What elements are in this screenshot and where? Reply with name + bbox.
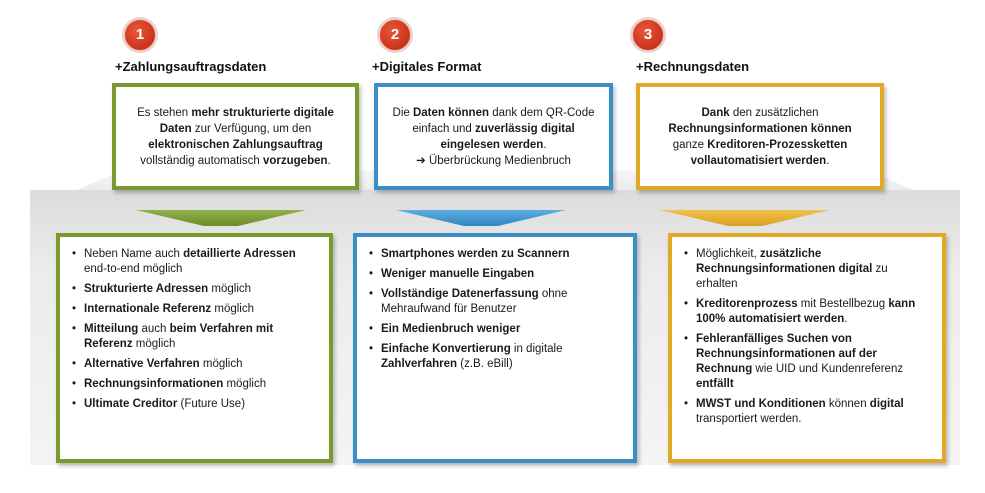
summary-text-run: . (327, 154, 331, 167)
bullet-item: Neben Name auch detaillierte Adressen en… (72, 247, 319, 277)
bullet-text-run: beim Verfahren mit Referenz (84, 323, 274, 350)
details-box-2: Smartphones werden zu ScannernWeniger ma… (353, 233, 637, 463)
bullet-item: Alternative Verfahren möglich (72, 357, 319, 372)
summary-text-run: ganze (672, 138, 708, 151)
summary-text-2: Die Daten können dank dem QR-Code einfac… (392, 105, 595, 169)
summary-text-run: Daten können (412, 106, 490, 119)
bullet-item: Vollständige Datenerfassung ohne Mehrauf… (369, 287, 623, 317)
bullet-item: Mitteilung auch beim Verfahren mit Refer… (72, 322, 319, 352)
summary-text-run: zuverlässig digital eingelesen werden (440, 122, 575, 151)
bullet-text-run: Weniger manuelle Eingaben (381, 268, 535, 280)
column-heading-1: +Zahlungsauftragsdaten (115, 59, 267, 74)
bullet-text-run: detaillierte Adressen (183, 248, 296, 260)
bullet-text-run: Möglichkeit, (696, 248, 760, 260)
bullet-text-run: digital (869, 398, 904, 410)
bullet-text-run: Kreditorenprozess (696, 298, 798, 310)
summary-text-run: Dank (701, 106, 730, 119)
details-box-3: Möglichkeit, zusätzliche Rechnungsinform… (668, 233, 946, 463)
step-badge-3: 3 (631, 18, 665, 52)
bullet-text-run: in digitale (510, 343, 563, 355)
column-heading-3: +Rechnungsdaten (636, 59, 750, 74)
bullet-text-run: Ein Medienbruch weniger (381, 323, 521, 335)
bullet-text-run: zusätzliche Rechnungsinformationen digit… (696, 248, 873, 275)
summary-text-run: Kreditoren-Prozessketten vollautomatisie… (690, 138, 848, 167)
bullet-text-run: Einfache Konvertierung (381, 343, 511, 355)
bullet-text-run: Fehleranfälliges Suchen von Rechnungsinf… (696, 333, 877, 375)
bullet-text-run: möglich (132, 338, 176, 350)
bullet-text-run: auch (138, 323, 170, 335)
summary-text-run: ➔ Überbrückung Medienbruch (416, 154, 571, 167)
bullet-item: Ein Medienbruch weniger (369, 322, 623, 337)
bullet-text-run: Internationale Referenz (84, 303, 212, 315)
summary-text-run: . (543, 138, 547, 151)
bullet-item: Kreditorenprozess mit Bestellbezug kann … (684, 297, 932, 327)
summary-text-run: den zusätzlichen (729, 106, 819, 119)
bullet-text-run: möglich (208, 283, 252, 295)
summary-text-run: dank dem QR-Code einfach und (412, 106, 595, 135)
step-badge-2: 2 (378, 18, 412, 52)
bullet-item: Strukturierte Adressen möglich (72, 282, 319, 297)
details-list-3: Möglichkeit, zusätzliche Rechnungsinform… (682, 247, 932, 427)
bullet-text-run: (z.B. eBill) (457, 358, 513, 370)
bullet-item: Smartphones werden zu Scannern (369, 247, 623, 262)
summary-text-run: Rechnungsinformationen können (668, 122, 852, 135)
summary-text-run: Es stehen (137, 106, 192, 119)
bullet-text-run: Vollständige Datenerfassung (381, 288, 539, 300)
summary-text-run: . (826, 154, 830, 167)
bullet-text-run: möglich (223, 378, 267, 390)
bullet-text-run: . (844, 313, 848, 325)
summary-box-3: Dank den zusätzlichen Rechnungsinformati… (636, 83, 884, 190)
summary-box-2: Die Daten können dank dem QR-Code einfac… (374, 83, 613, 190)
column-heading-2: +Digitales Format (372, 59, 482, 74)
bullet-item: Rechnungsinformationen möglich (72, 377, 319, 392)
bullet-text-run: kann 100% automatisiert werden (696, 298, 916, 325)
summary-text-run: elektronischen Zahlungsauftrag (148, 138, 323, 151)
bullet-text-run: Alternative Verfahren (84, 358, 200, 370)
bullet-text-run: Rechnungsinformationen (84, 378, 224, 390)
bullet-text-run: (Future Use) (177, 398, 246, 410)
summary-text-run: mehr strukturierte digitale Daten (159, 106, 334, 135)
bullet-text-run: MWST und Konditionen (696, 398, 826, 410)
bullet-item: MWST und Konditionen können digital tran… (684, 397, 932, 427)
bullet-text-run: möglich (211, 303, 254, 315)
details-list-2: Smartphones werden zu ScannernWeniger ma… (367, 247, 623, 372)
bullet-item: Ultimate Creditor (Future Use) (72, 397, 319, 412)
bullet-text-run: Strukturierte Adressen (84, 283, 209, 295)
bullet-text-run: Mitteilung (84, 323, 139, 335)
bullet-text-run: mit Bestellbezug (797, 298, 889, 310)
bullet-text-run: end-to-end möglich (84, 263, 183, 275)
bullet-item: Einfache Konvertierung in digitale Zahlv… (369, 342, 623, 372)
details-box-1: Neben Name auch detaillierte Adressen en… (56, 233, 333, 463)
bullet-text-run: wie UID und Kundenreferenz (752, 363, 904, 375)
bullet-text-run: Neben Name auch (84, 248, 184, 260)
bullet-text-run: zu erhalten (696, 263, 888, 290)
bullet-text-run: möglich (199, 358, 243, 370)
bullet-text-run: Smartphones werden zu Scannern (381, 248, 570, 260)
summary-text-run: vollständig automatisch (140, 154, 263, 167)
summary-text-1: Es stehen mehr strukturierte digitale Da… (130, 105, 341, 169)
summary-text-run: vorzugeben (262, 154, 328, 167)
bullet-text-run: ohne Mehraufwand für Benutzer (381, 288, 568, 315)
summary-box-1: Es stehen mehr strukturierte digitale Da… (112, 83, 359, 190)
bullet-text-run: entfällt (696, 378, 734, 390)
step-badge-1: 1 (123, 18, 157, 52)
details-list-1: Neben Name auch detaillierte Adressen en… (70, 247, 319, 412)
summary-text-run: zur Verfügung, um den (191, 122, 312, 135)
bullet-text-run: können (825, 398, 870, 410)
bullet-text-run: transportiert werden. (696, 413, 802, 425)
bullet-item: Fehleranfälliges Suchen von Rechnungsinf… (684, 332, 932, 392)
bullet-item: Möglichkeit, zusätzliche Rechnungsinform… (684, 247, 932, 292)
bullet-text-run: Zahlverfahren (381, 358, 458, 370)
summary-text-3: Dank den zusätzlichen Rechnungsinformati… (654, 105, 866, 169)
summary-text-run: Die (392, 106, 413, 119)
bullet-item: Weniger manuelle Eingaben (369, 267, 623, 282)
bullet-text-run: Ultimate Creditor (84, 398, 178, 410)
bullet-item: Internationale Referenz möglich (72, 302, 319, 317)
